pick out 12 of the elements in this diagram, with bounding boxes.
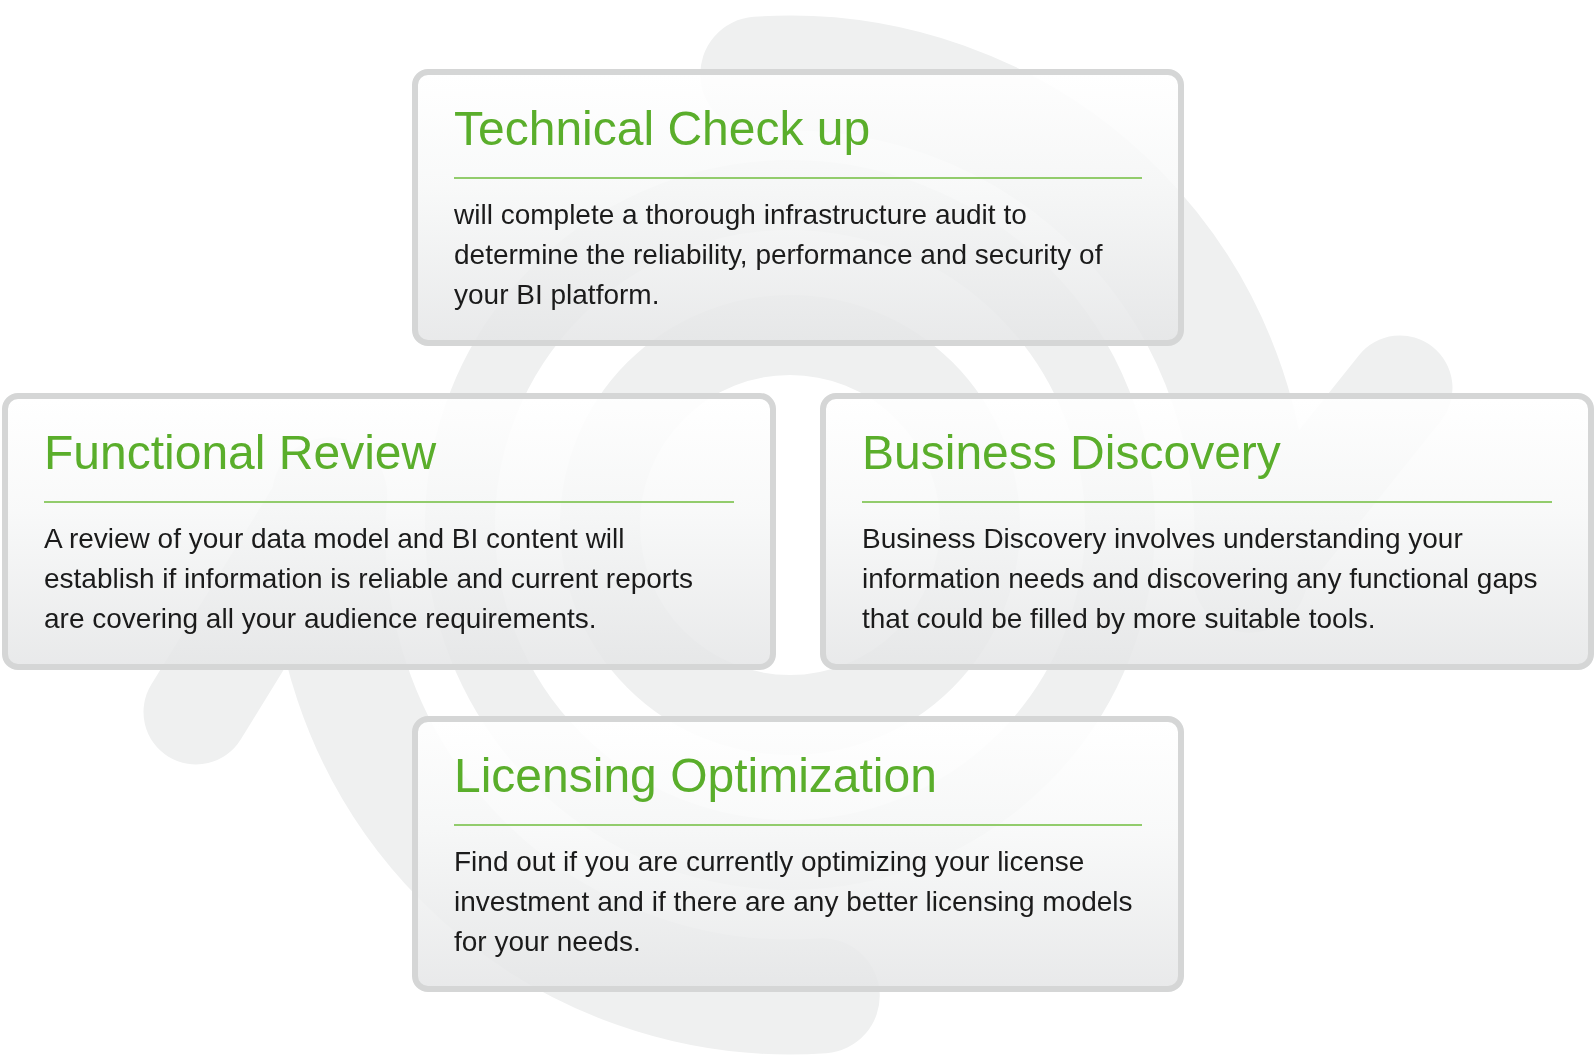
card-description: will complete a thorough infrastructure audit to determine the reliability, performance and security of your BI platform. [454, 197, 1104, 312]
service-card [412, 716, 1184, 992]
card-description: Business Discovery involves understanding your information needs and discovering any functional gaps that could be filled by more suitable tools. [862, 521, 1539, 636]
card-title: Business Discovery [862, 425, 1282, 481]
card-description: Find out if you are currently optimizing your license investment and if there are any better licensing models for your needs. [454, 844, 1134, 959]
card-title: Functional Review [44, 425, 438, 481]
service-card [820, 393, 1594, 670]
card-title: Licensing Optimization [454, 748, 938, 804]
service-card [412, 69, 1184, 346]
card-title: Technical Check up [454, 101, 872, 157]
service-card [2, 393, 776, 670]
card-description: A review of your data model and BI content will establish if information is reliable and current reports are covering all your audience requirements. [44, 521, 694, 636]
